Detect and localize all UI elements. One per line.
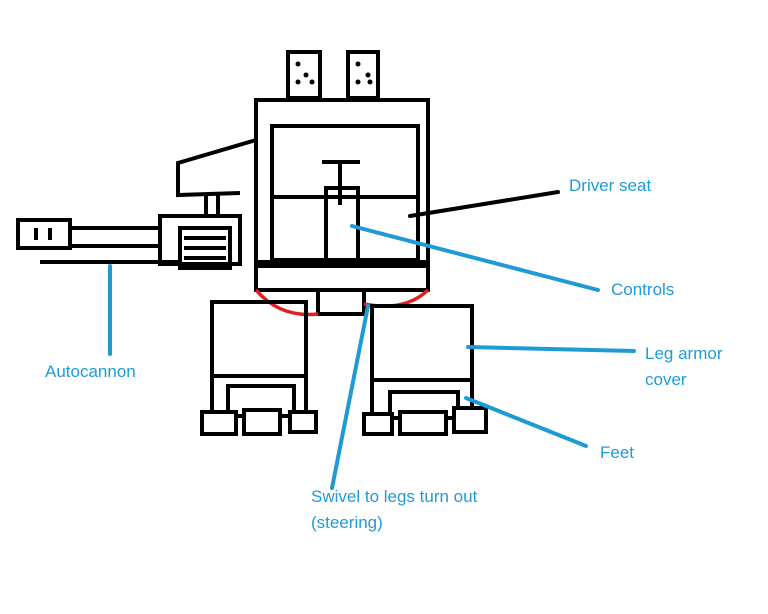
label-leg-armor-line1: Leg armor — [645, 344, 723, 363]
left-leg — [200, 300, 318, 436]
label-swivel-line2: (steering) — [311, 513, 383, 532]
driver-seat-pointer — [408, 190, 560, 218]
swivel-pointer — [330, 304, 370, 490]
pointer-lines — [108, 190, 636, 490]
leg-armor-pointer — [466, 345, 636, 353]
label-driver-seat: Driver seat — [569, 176, 651, 195]
label-swivel-line1: Swivel to legs turn out — [311, 487, 478, 506]
label-autocannon: Autocannon — [45, 362, 136, 381]
right-leg — [362, 304, 488, 436]
arm-autocannon — [16, 138, 257, 270]
feet-pointer — [464, 396, 588, 448]
label-leg-armor-line2: cover — [645, 370, 687, 389]
top-vents — [286, 50, 380, 100]
controls-pointer — [350, 224, 600, 292]
label-controls: Controls — [611, 280, 674, 299]
label-feet: Feet — [600, 443, 634, 462]
labels: Driver seat Controls Leg armor cover Aut… — [45, 176, 723, 532]
main-body — [254, 98, 430, 292]
